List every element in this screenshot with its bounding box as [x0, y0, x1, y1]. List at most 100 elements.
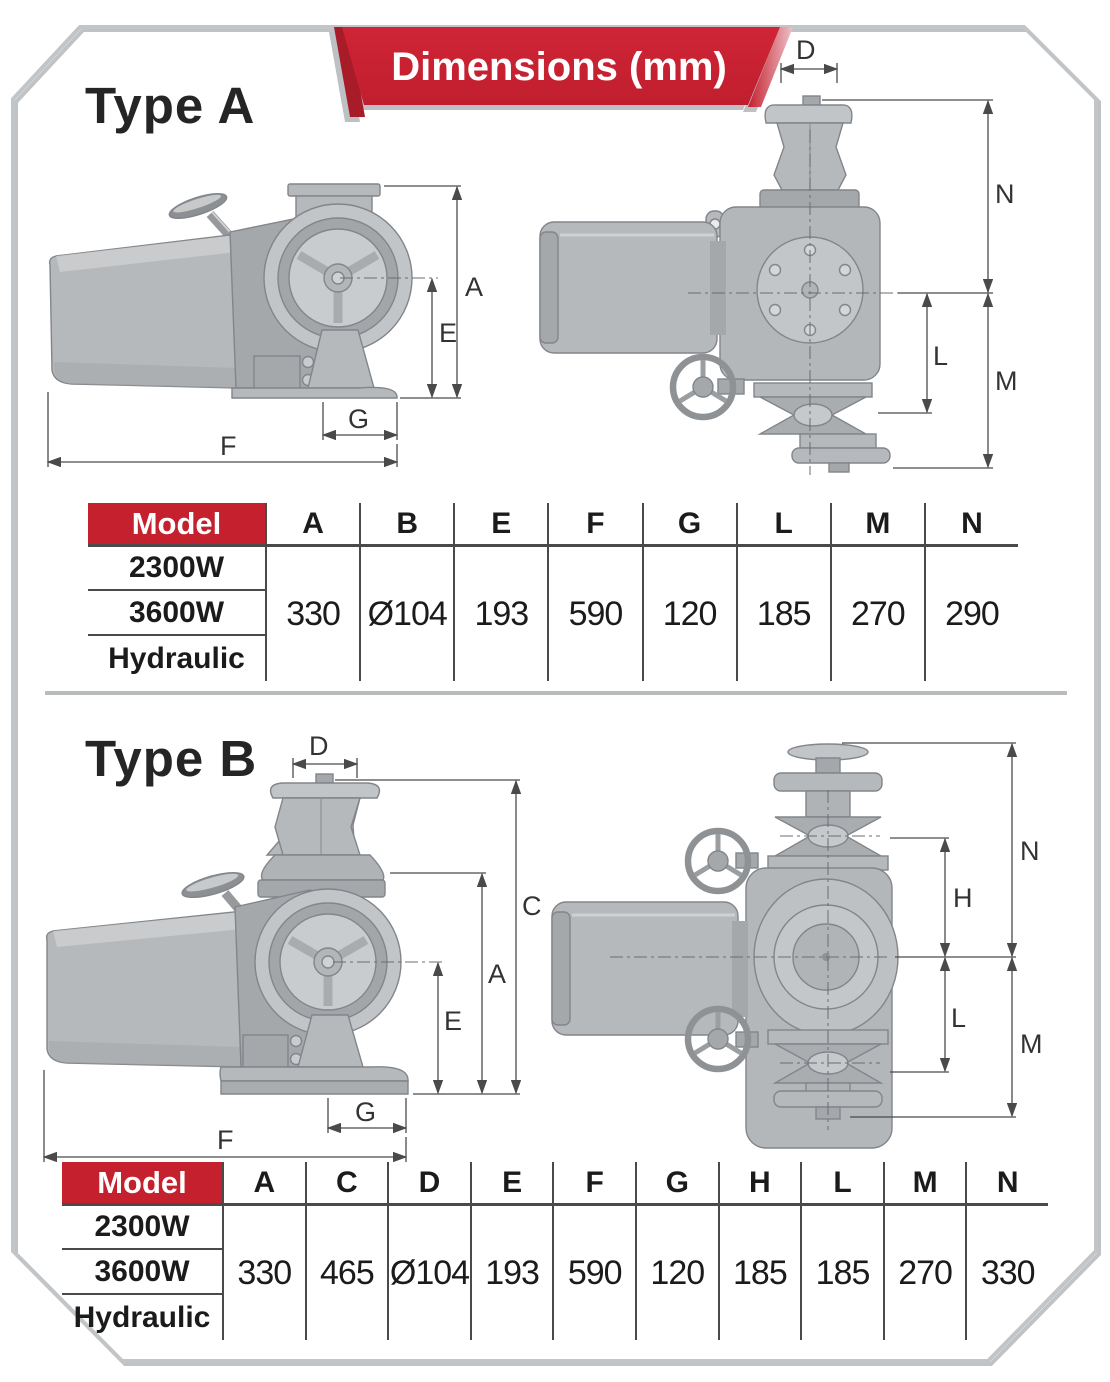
table-b-col-header: F	[552, 1162, 635, 1206]
table-a-col-header: E	[453, 503, 548, 547]
top-disc	[773, 772, 883, 792]
dimensions-banner: Dimensions (mm)	[334, 27, 793, 117]
type-b-table: Model A C D E F G H L M N 2300W 3600W Hy…	[62, 1162, 1048, 1340]
dim-label-m: M	[1020, 1029, 1043, 1059]
table-a-col-header: M	[829, 503, 924, 547]
table-b-model-row: Hydraulic	[73, 1300, 211, 1334]
handle-knob	[168, 192, 228, 220]
table-b-col-header: N	[965, 1162, 1048, 1206]
base-flange	[219, 1066, 409, 1082]
type-b-side-dimensions: D C A E G F	[42, 731, 542, 1163]
table-a-model-header: Model	[88, 503, 265, 547]
table-a-col-header: N	[923, 503, 1018, 547]
table-b-value: 465	[304, 1206, 388, 1340]
banner-ribbon	[342, 27, 780, 105]
type-a-top-view-drawing: D N M L	[539, 35, 1018, 475]
windlass-side-view	[48, 183, 413, 399]
table-b-col-header: L	[800, 1162, 883, 1206]
dim-label-e: E	[439, 318, 457, 348]
table-a-value: 193	[453, 547, 547, 681]
section-divider	[45, 691, 1067, 695]
dim-label-d: D	[796, 35, 816, 65]
pedestal	[253, 355, 301, 391]
table-b-value: 193	[469, 1206, 553, 1340]
table-a-col-header: B	[359, 503, 454, 547]
table-a-model-row: 2300W	[88, 547, 265, 591]
type-a-top-dimensions: D N M L	[779, 35, 1018, 469]
handwheel-bottom	[684, 1005, 759, 1073]
dim-label-l: L	[951, 1003, 966, 1033]
table-b-value: 330	[965, 1206, 1048, 1340]
banner-left-fold	[334, 27, 365, 117]
table-b-model-row: 2300W	[62, 1206, 222, 1250]
type-b-heading: Type B	[85, 730, 258, 787]
capstan-windlass-top-view	[551, 743, 899, 1149]
motor-housing	[551, 901, 739, 1036]
table-a-value: Ø104	[359, 547, 453, 681]
motor-housing	[539, 221, 718, 354]
capstan-stub	[802, 95, 821, 106]
table-b-col-header: D	[387, 1162, 470, 1206]
dim-label-m: M	[995, 366, 1018, 396]
type-a-side-dimensions: A E G F	[46, 185, 483, 468]
table-b-value: 120	[634, 1206, 718, 1340]
dim-label-g: G	[348, 404, 369, 434]
type-a-heading: Type A	[85, 77, 256, 134]
dim-label-l: L	[933, 341, 948, 371]
banner-title: Dimensions (mm)	[391, 45, 727, 89]
dim-label-d: D	[309, 731, 329, 761]
table-a-model-row: Hydraulic	[108, 641, 245, 675]
capstan-stub	[315, 773, 334, 784]
table-a-col-header: F	[547, 503, 642, 547]
dim-label-g: G	[355, 1097, 376, 1127]
table-a-col-header: L	[735, 503, 830, 547]
table-b-value: 330	[222, 1206, 305, 1340]
table-a-col-header: A	[265, 503, 360, 547]
capstan-drum	[274, 797, 361, 856]
type-a-side-view-drawing: A E G F	[46, 183, 483, 468]
windlass-top-view	[539, 95, 898, 475]
capstan-cap	[269, 782, 381, 799]
dim-label-a: A	[465, 272, 483, 302]
type-b-top-view-drawing: N M H L	[551, 742, 1043, 1149]
drum-flange	[287, 183, 381, 197]
handwheel	[669, 353, 745, 421]
table-b-col-header: E	[469, 1162, 553, 1206]
dim-label-h: H	[953, 883, 973, 913]
table-a-value: 270	[829, 547, 924, 681]
base-flange	[231, 386, 398, 399]
type-b-top-dimensions: N M H L	[842, 742, 1043, 1118]
bottom-drum	[791, 447, 891, 464]
table-a-value: 330	[265, 547, 359, 681]
table-b-col-header: M	[882, 1162, 966, 1206]
dim-label-n: N	[995, 179, 1015, 209]
capstan-cap	[764, 104, 853, 124]
clamp-band	[753, 382, 873, 398]
table-b-value: 590	[552, 1206, 635, 1340]
capstan-windlass-side-view	[45, 773, 409, 1095]
handwheel-top	[684, 827, 759, 895]
table-a-value: 185	[735, 547, 830, 681]
table-b-value: 185	[717, 1206, 801, 1340]
type-a-table: Model A B E F G L M N 2300W 3600W Hydrau…	[88, 503, 1018, 681]
dim-label-a: A	[488, 959, 506, 989]
table-b-col-header: G	[634, 1162, 718, 1206]
table-a-value: 120	[641, 547, 736, 681]
table-b-col-header: A	[222, 1162, 305, 1206]
table-b-value: 185	[800, 1206, 883, 1340]
table-b-col-header: C	[304, 1162, 388, 1206]
table-a-value: 590	[547, 547, 641, 681]
dim-label-n: N	[1020, 836, 1040, 866]
table-b-col-header: H	[717, 1162, 801, 1206]
table-b-model-row: 3600W	[62, 1250, 222, 1295]
type-b-side-view-drawing: D C A E G F	[42, 731, 542, 1163]
pedestal	[242, 1034, 289, 1068]
dim-label-f: F	[217, 1125, 234, 1155]
table-a-model-row: 3600W	[88, 591, 265, 636]
table-a-value: 290	[923, 547, 1018, 681]
table-b-model-header: Model	[62, 1162, 222, 1206]
table-b-value: 270	[882, 1206, 966, 1340]
dim-label-f: F	[220, 431, 237, 461]
capstan-bell	[260, 854, 385, 881]
